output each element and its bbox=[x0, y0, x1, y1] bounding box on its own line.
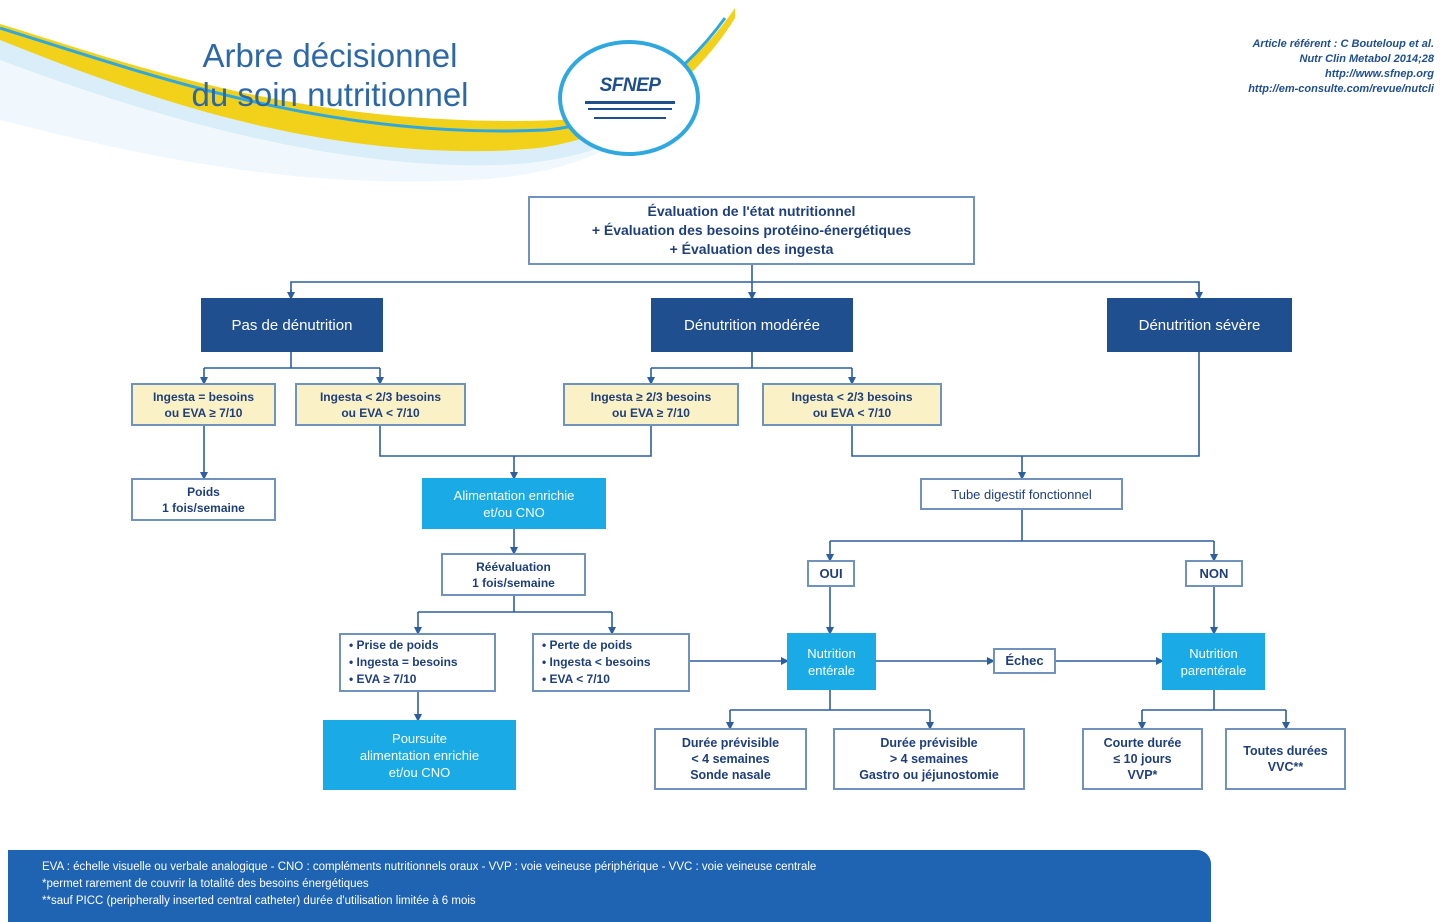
parenteral-line: parentérale bbox=[1180, 662, 1247, 678]
logo-decoration bbox=[585, 101, 675, 104]
legend-line: **sauf PICC (peripherally inserted centr… bbox=[42, 895, 476, 907]
criteria-item: • EVA ≥ 7/10 bbox=[349, 672, 417, 686]
reference-link[interactable]: http://em-consulte.com/revue/nutcli bbox=[1248, 83, 1434, 95]
enriched-line: Alimentation enrichie bbox=[453, 487, 575, 503]
condition-line: Ingesta < 2/3 besoins bbox=[319, 389, 442, 404]
logo-decoration bbox=[588, 108, 672, 110]
parenteral-line: Nutrition bbox=[1189, 645, 1238, 661]
condition-line: Ingesta ≥ 2/3 besoins bbox=[590, 389, 712, 404]
assessment-line: + Évaluation des besoins protéino-énergé… bbox=[591, 222, 912, 238]
logo-decoration bbox=[594, 117, 666, 119]
weight-line: Poids bbox=[187, 484, 220, 499]
duration-line: ≤ 10 jours bbox=[1113, 752, 1172, 766]
condition-line: ou EVA < 7/10 bbox=[341, 405, 420, 420]
condition-line: ou EVA < 7/10 bbox=[812, 405, 892, 420]
condition-line: Ingesta = besoins bbox=[152, 389, 255, 404]
reevaluation-line: Réévaluation bbox=[476, 559, 551, 574]
condition-line: ou EVA ≥ 7/10 bbox=[612, 405, 690, 420]
criteria-item: • Ingesta < besoins bbox=[542, 655, 651, 669]
reference-line: Article référent : C Bouteloup et al. bbox=[1252, 38, 1434, 50]
enteral-line: Nutrition bbox=[807, 645, 856, 661]
criteria-item: • Perte de poids bbox=[542, 638, 633, 652]
continue-line: Poursuite bbox=[392, 730, 447, 746]
criteria-item: • Prise de poids bbox=[349, 638, 439, 652]
logo-text: SFNEP bbox=[599, 75, 661, 96]
title-line: Arbre décisionnel bbox=[202, 37, 458, 74]
duration-line: VVC** bbox=[1267, 760, 1304, 774]
duration-line: Durée prévisible bbox=[880, 736, 978, 750]
category-no-malnutrition: Pas de dénutrition bbox=[201, 298, 383, 352]
legend-line: *permet rarement de couvrir la totalité … bbox=[42, 878, 369, 890]
criteria-item: • Ingesta = besoins bbox=[349, 655, 458, 669]
duration-line: Gastro ou jéjunostomie bbox=[859, 768, 999, 782]
category-moderate-malnutrition: Dénutrition modérée bbox=[651, 298, 853, 352]
condition-line: Ingesta < 2/3 besoins bbox=[791, 389, 913, 404]
assessment-box: Évaluation de l'état nutritionnel + Éval… bbox=[528, 196, 975, 265]
continue-line: alimentation enrichie bbox=[359, 747, 480, 763]
worsening-criteria-box: • Perte de poids • Ingesta < besoins • E… bbox=[532, 633, 690, 692]
enteral-line: entérale bbox=[808, 662, 855, 678]
continue-enriched-diet-box: Poursuite alimentation enrichie et/ou CN… bbox=[323, 720, 516, 790]
duration-line: Toutes durées bbox=[1243, 744, 1328, 758]
weight-line: 1 fois/semaine bbox=[162, 500, 245, 515]
duration-line: < 4 semaines bbox=[691, 752, 770, 766]
duration-line: Sonde nasale bbox=[690, 768, 771, 782]
duration-line: VVP* bbox=[1127, 768, 1158, 782]
reference-block: Article référent : C Bouteloup et al. Nu… bbox=[1248, 37, 1434, 97]
reevaluation-line: 1 fois/semaine bbox=[472, 575, 555, 590]
continue-line: et/ou CNO bbox=[388, 764, 451, 780]
title-line: du soin nutritionnel bbox=[191, 76, 469, 113]
category-severe-malnutrition: Dénutrition sévère bbox=[1107, 298, 1292, 352]
legend-line: EVA : échelle visuelle ou verbale analog… bbox=[42, 861, 817, 873]
assessment-line: Évaluation de l'état nutritionnel bbox=[647, 203, 856, 219]
functional-gut-box: Tube digestif fonctionnel bbox=[920, 478, 1123, 510]
reference-line: Nutr Clin Metabol 2014;28 bbox=[1299, 53, 1434, 65]
condition-line: ou EVA ≥ 7/10 bbox=[164, 405, 243, 420]
reference-link[interactable]: http://www.sfnep.org bbox=[1325, 68, 1434, 80]
legend-footer: EVA : échelle visuelle ou verbale analog… bbox=[8, 850, 1211, 922]
yes-label: OUI bbox=[807, 560, 855, 587]
sfnep-logo bbox=[558, 40, 700, 156]
page-title: Arbre décisionnel du soin nutritionnel bbox=[150, 36, 510, 114]
improvement-criteria-box: • Prise de poids • Ingesta = besoins • E… bbox=[339, 633, 496, 692]
no-label: NON bbox=[1185, 560, 1243, 587]
enriched-line: et/ou CNO bbox=[483, 504, 545, 520]
duration-line: > 4 semaines bbox=[889, 752, 969, 766]
criteria-item: • EVA < 7/10 bbox=[542, 672, 610, 686]
assessment-line: + Évaluation des ingesta bbox=[669, 241, 834, 257]
failure-label: Échec bbox=[993, 648, 1056, 674]
duration-line: Courte durée bbox=[1103, 736, 1182, 750]
duration-line: Durée prévisible bbox=[681, 736, 780, 750]
